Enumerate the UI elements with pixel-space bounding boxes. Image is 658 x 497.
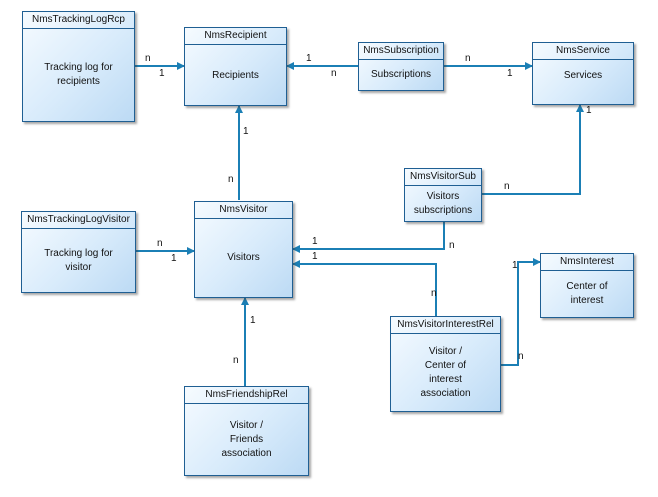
cardinality-label: n [145,53,151,64]
cardinality-label: n [518,351,524,362]
entity-nmsrecipient[interactable]: NmsRecipient Recipients [184,27,287,106]
cardinality-label: n [228,174,234,185]
link-visitorinterestrel-interest [501,258,541,366]
link-visitorinterestrel-visitor [292,260,437,316]
cardinality-label: 1 [250,315,256,326]
entity-title: NmsInterest [541,254,633,271]
cardinality-label: 1 [312,251,318,262]
entity-label: Visitor / Center of interest association [420,345,471,399]
cardinality-label: 1 [512,260,518,271]
entity-title: NmsTrackingLogVisitor [22,212,135,229]
entity-label: Tracking log for visitor [44,247,113,273]
entity-title: NmsFriendshipRel [185,387,308,404]
entity-label: Visitor / Friends association [221,419,272,459]
cardinality-label: 1 [507,68,513,79]
entity-label: Recipients [212,70,259,81]
entity-title: NmsSubscription [359,43,443,60]
cardinality-label: n [233,355,239,366]
entity-nmsinterest[interactable]: NmsInterest Center of interest [540,253,634,318]
entity-nmstrackinglogvisitor[interactable]: NmsTrackingLogVisitor Tracking log for v… [21,211,136,293]
entity-label: Center of interest [566,281,608,306]
entity-title: NmsVisitorSub [405,169,481,186]
entity-nmsvisitor[interactable]: NmsVisitor Visitors [194,201,293,298]
cardinality-label: n [504,181,510,192]
cardinality-label: n [431,288,437,299]
entity-title: NmsRecipient [185,28,286,45]
entity-nmsservice[interactable]: NmsService Services [532,42,634,105]
entity-label: Services [563,70,603,81]
cardinality-label: 1 [306,53,312,64]
cardinality-label: 1 [171,253,177,264]
entity-title: NmsVisitor [195,202,292,219]
cardinality-label: n [449,240,455,251]
cardinality-label: n [157,238,163,249]
cardinality-label: n [331,68,337,79]
cardinality-label: 1 [586,105,592,116]
entity-label: Subscriptions [370,69,432,80]
cardinality-label: 1 [312,236,318,247]
cardinality-label: 1 [159,68,165,79]
entity-nmsvisitorinterestrel[interactable]: NmsVisitorInterestRel Visitor / Center o… [390,316,501,412]
cardinality-label: n [465,53,471,64]
entity-title: NmsTrackingLogRcp [23,12,134,29]
entity-nmstrackinglogrcp[interactable]: NmsTrackingLogRcp Tracking log for recip… [22,11,135,122]
entity-label: Visitors [227,252,260,263]
cardinality-label: 1 [243,126,249,137]
entity-nmsvisitorsub[interactable]: NmsVisitorSub Visitors subscriptions [404,168,482,222]
entity-nmsfriendshiprel[interactable]: NmsFriendshipRel Visitor / Friends assoc… [184,386,309,476]
entity-title: NmsService [533,43,633,60]
entity-title: NmsVisitorInterestRel [391,317,500,334]
entity-label: Visitors subscriptions [413,190,473,216]
entity-label: Tracking log for recipients [44,62,113,87]
link-visitorsub-service [478,104,584,195]
entity-nmssubscription[interactable]: NmsSubscription Subscriptions [358,42,444,91]
